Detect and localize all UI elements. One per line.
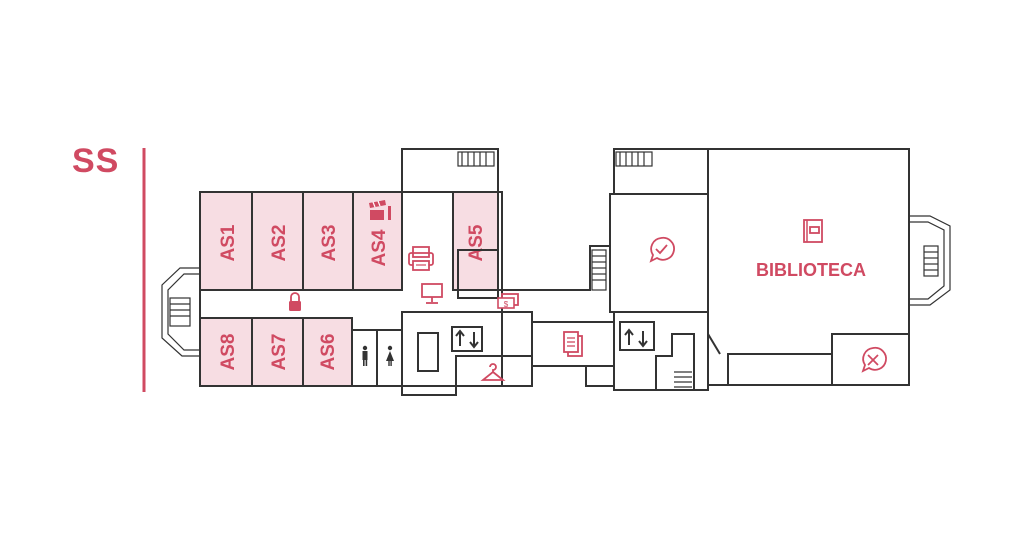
hanger-icon	[480, 363, 506, 381]
room-as7[interactable]	[251, 317, 304, 387]
svg-text:$: $	[504, 300, 509, 309]
left-staircase	[161, 267, 200, 357]
elevator-icon-1	[455, 329, 479, 349]
lock-icon	[289, 292, 301, 311]
printer-icon	[408, 246, 434, 271]
north-tower	[401, 148, 499, 193]
label-as7: AS7	[269, 334, 290, 371]
info-check-icon	[649, 236, 675, 263]
cash-payment-icon: $	[497, 293, 519, 309]
library-label: BIBLIOTECA	[756, 260, 866, 280]
label-as2: AS2	[269, 225, 290, 262]
documents-icon	[563, 331, 583, 357]
room-as2[interactable]	[251, 191, 304, 291]
closed-icon	[861, 346, 887, 373]
label-as4: AS4	[369, 229, 390, 266]
elevator-icon-2	[624, 328, 648, 348]
floor-label: SS	[72, 142, 120, 180]
room-as3[interactable]	[302, 191, 354, 291]
room-as4[interactable]	[352, 191, 403, 291]
label-as3: AS3	[319, 225, 340, 262]
book-icon	[803, 219, 823, 243]
room-as1[interactable]	[199, 191, 253, 291]
label-as1: AS1	[218, 224, 239, 261]
right-staircase	[909, 215, 951, 306]
label-as8: AS8	[218, 334, 239, 371]
room-as6[interactable]	[302, 317, 353, 387]
toilet-icon	[362, 345, 394, 366]
clapperboard-icon	[369, 200, 391, 220]
label-as6: AS6	[318, 334, 339, 371]
room-as5[interactable]	[452, 191, 499, 291]
computer-icon	[421, 283, 443, 304]
label-as5: AS5	[466, 224, 487, 261]
